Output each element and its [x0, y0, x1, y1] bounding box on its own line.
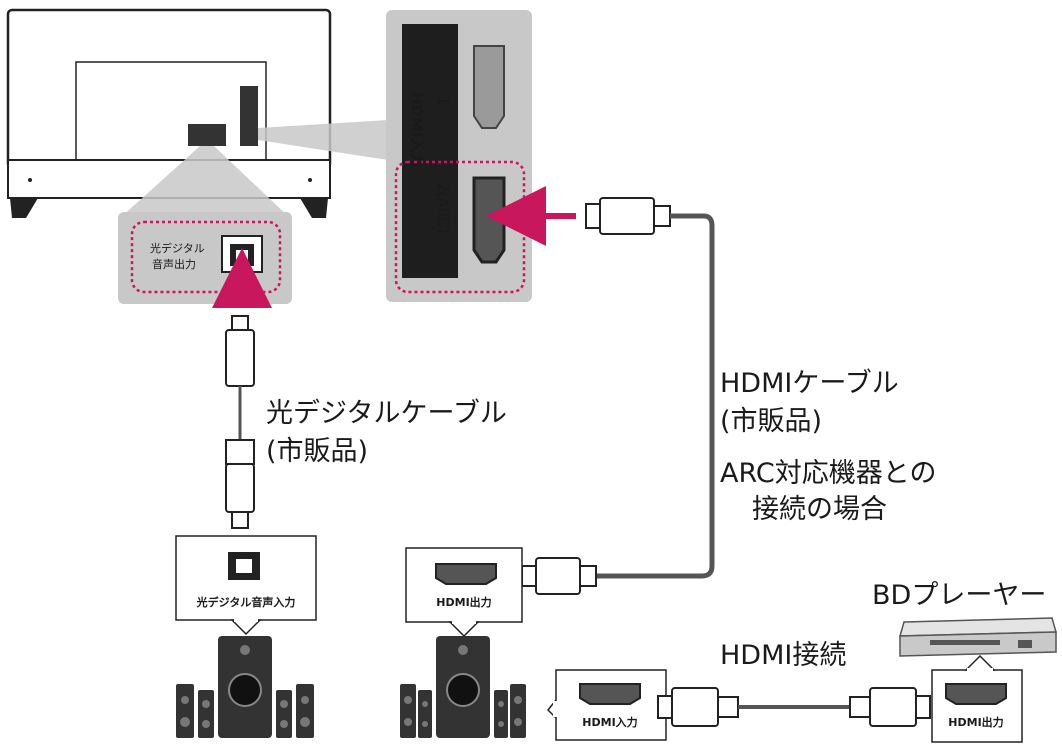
speaker-system-left: 光デジタル音声入力: [175, 535, 317, 738]
hdmi-port-2-icon: [472, 176, 506, 264]
speaker-optical-in-label: 光デジタル音声入力: [196, 595, 296, 609]
optical-port-label-1: 光デジタル: [150, 241, 205, 255]
tv-optical-port-block: [188, 124, 226, 146]
hdmi-connection-label: HDMI接続: [720, 640, 846, 671]
hdmi-port-2-label: 2(ARC): [434, 182, 452, 234]
optical-cable-label: 光デジタルケーブル: [266, 398, 507, 429]
hdmi-port-1-label: 1: [434, 96, 452, 106]
bd-hdmi-out-icon: [945, 683, 1007, 705]
hdmi-input-vertical-label: HDMI入力: [408, 92, 426, 168]
hdmi-zoom-panel: HDMI入力 1 2(ARC): [386, 10, 576, 302]
hdmi-cable-arc: [521, 197, 715, 595]
optical-zoom-panel: 光デジタル 音声出力: [118, 212, 292, 308]
bd-player-label: BDプレーヤー: [872, 580, 1046, 611]
hdmi-cable-label: HDMIケーブル: [720, 368, 899, 399]
hdmi-label-strip: [402, 24, 458, 278]
optical-callout-wedge: [120, 146, 290, 218]
speaker-hdmi-out-label: HDMI出力: [436, 595, 491, 609]
arc-connection-line2: 接続の場合: [752, 494, 887, 525]
hdmi-callout-wedge: [258, 120, 388, 160]
bd-player: HDMI出力: [898, 617, 1057, 743]
bd-hdmi-out-label: HDMI出力: [948, 715, 1003, 729]
hdmi-port-1-icon: [473, 45, 505, 129]
optical-port-label-2: 音声出力: [152, 257, 196, 271]
hdmi-cable-note: (市販品): [720, 406, 822, 437]
tv-rear: [6, 8, 332, 218]
optical-cable-note: (市販品): [266, 436, 368, 467]
speaker-hdmi-in-label: HDMI入力: [582, 715, 637, 729]
speaker-hdmi-out-icon: [435, 563, 497, 585]
optical-cable: [225, 315, 255, 529]
hdmi-cable-bd: [657, 687, 931, 727]
speaker-system-right: HDMI出力 HDMI入力: [400, 547, 667, 741]
speaker-hdmi-in-icon: [579, 683, 641, 705]
arc-connection-line1: ARC対応機器との: [720, 458, 936, 489]
tv-hdmi-port-block: [240, 86, 258, 146]
